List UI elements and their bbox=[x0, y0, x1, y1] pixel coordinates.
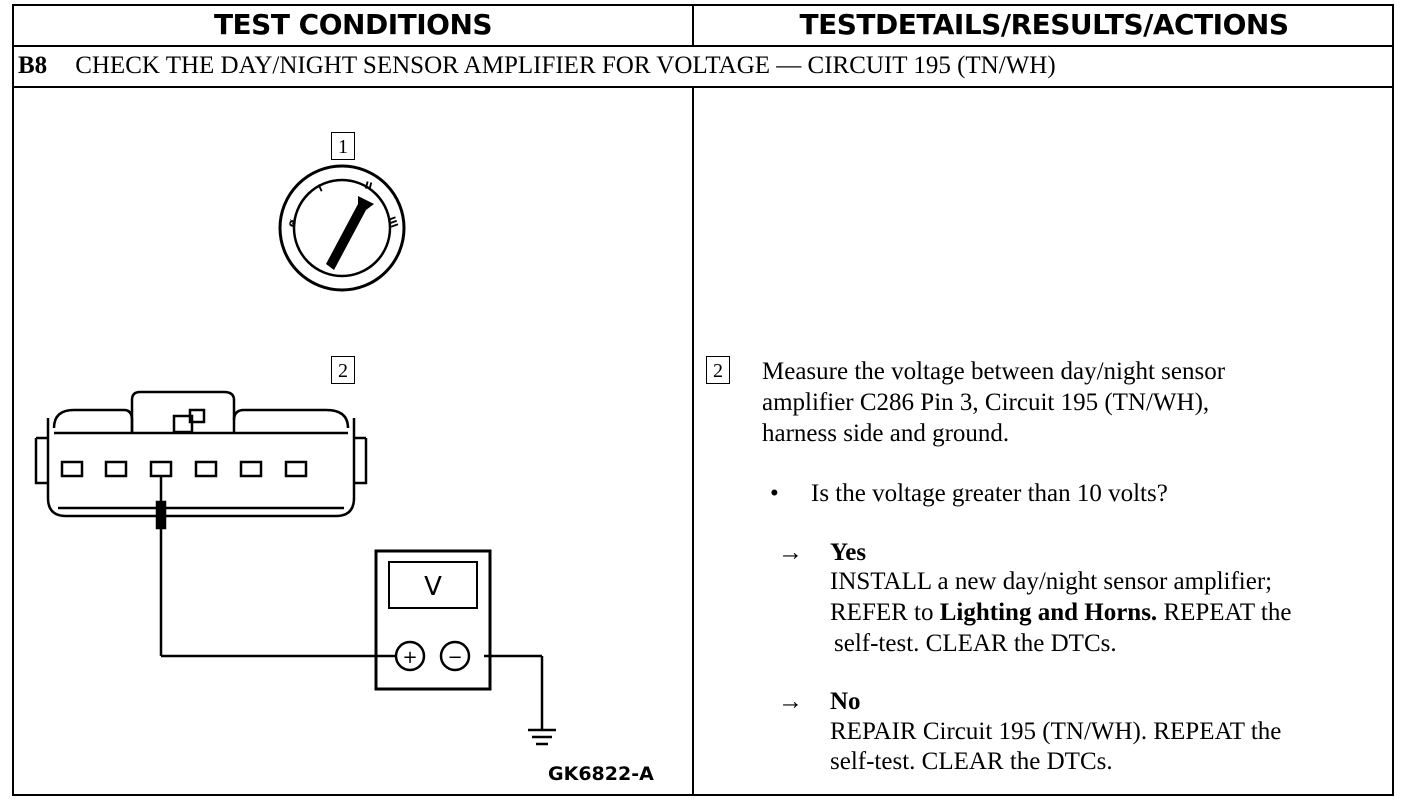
step-title: CHECK THE DAY/NIGHT SENSOR AMPLIFIER FOR… bbox=[75, 52, 1056, 79]
details-callout-2: 2 bbox=[706, 356, 730, 384]
header-rule bbox=[12, 45, 1394, 47]
plus-terminal: + bbox=[402, 647, 417, 668]
diagram: ø I II III bbox=[34, 164, 556, 746]
yes-line-2: REFER to Lighting and Horns. REPEAT the bbox=[830, 597, 1291, 628]
lighting-and-horns-ref: Lighting and Horns. bbox=[939, 599, 1158, 626]
column-divider bbox=[692, 86, 694, 796]
test-conditions-header: TEST CONDITIONS bbox=[213, 8, 493, 41]
table-frame bbox=[12, 4, 1394, 796]
yes-line-2a: REFER to bbox=[830, 599, 940, 626]
step-rule bbox=[12, 86, 1394, 88]
svg-text:III: III bbox=[385, 215, 399, 229]
connector-c286-icon bbox=[34, 390, 368, 518]
minus-terminal: − bbox=[447, 647, 462, 668]
ignition-switch-icon: ø I II III bbox=[278, 164, 406, 292]
step-title-row: B8 CHECK THE DAY/NIGHT SENSOR AMPLIFIER F… bbox=[18, 52, 1056, 80]
no-label: No bbox=[830, 688, 861, 715]
yes-line-2c: REPEAT the bbox=[1157, 599, 1292, 626]
header-divider bbox=[692, 4, 694, 46]
yes-arrow: → bbox=[778, 539, 803, 566]
test-details-header: TESTDETAILS/RESULTS/ACTIONS bbox=[799, 8, 1289, 41]
voltmeter-icon: V + − bbox=[374, 549, 492, 691]
callout-1: 1 bbox=[331, 132, 355, 160]
part-number: GK6822-A bbox=[548, 763, 654, 785]
bullet: • bbox=[770, 480, 779, 507]
meter-label: V bbox=[424, 572, 442, 602]
test-leads bbox=[155, 476, 544, 730]
callout-2: 2 bbox=[331, 356, 355, 384]
yes-line-3: self-test. CLEAR the DTCs. bbox=[834, 630, 1117, 657]
svg-text:ø: ø bbox=[285, 217, 300, 229]
no-line-1: REPAIR Circuit 195 (TN/WH). REPEAT the bbox=[830, 718, 1282, 745]
question: Is the voltage greater than 10 volts? bbox=[811, 480, 1168, 507]
yes-line-1: INSTALL a new day/night sensor amplifier… bbox=[830, 568, 1273, 595]
svg-text:I: I bbox=[317, 183, 325, 195]
svg-text:II: II bbox=[363, 180, 373, 193]
instruction-line-1: Measure the voltage between day/night se… bbox=[762, 358, 1226, 385]
instruction-line-3: harness side and ground. bbox=[762, 420, 1010, 447]
no-line-2: self-test. CLEAR the DTCs. bbox=[830, 748, 1113, 775]
step-number: B8 bbox=[18, 52, 48, 79]
instruction-line-2: amplifier C286 Pin 3, Circuit 195 (TN/WH… bbox=[762, 389, 1210, 416]
no-arrow: → bbox=[778, 688, 803, 715]
ground-icon bbox=[528, 728, 556, 746]
yes-label: Yes bbox=[830, 539, 867, 566]
